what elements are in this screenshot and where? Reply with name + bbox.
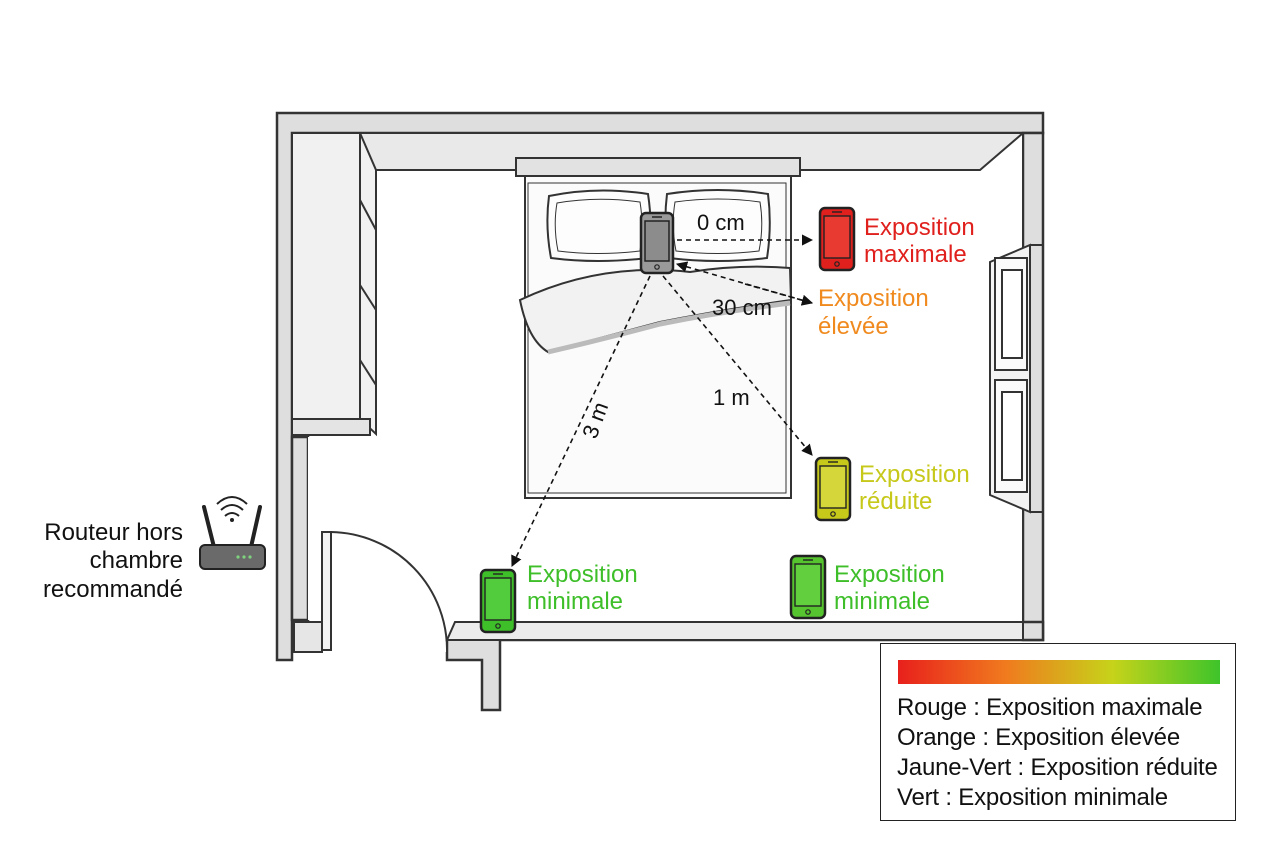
phone-minimal-right-icon [789, 554, 827, 620]
label-maximal-1: Exposition [864, 214, 975, 241]
label-0cm: 0 cm [697, 210, 745, 235]
router-label-1: Routeur hors [44, 519, 183, 546]
wall-bevel-bottom [445, 621, 1024, 641]
router-label-3: recommandé [43, 576, 183, 603]
pillow-left [546, 189, 652, 262]
legend-item-orange: Orange : Exposition élevée [897, 724, 1180, 751]
legend-item-green: Vert : Exposition minimale [897, 784, 1168, 811]
phone-reduite: Exposition réduite [814, 456, 970, 522]
phone-maximal-icon [818, 206, 856, 272]
arrow-30cm [675, 261, 813, 304]
phone-elevee: Exposition élevée [818, 285, 929, 340]
phone-maximal: Exposition maximale [818, 206, 975, 272]
phone-minimal-left: Exposition minimale [479, 561, 638, 634]
wifi-router-icon [199, 496, 266, 570]
door [293, 531, 449, 653]
label-reduite-2: réduite [859, 488, 932, 515]
distance-arrows [511, 234, 814, 568]
label-minimal-left-2: minimale [527, 588, 623, 615]
label-elevee-2: élevée [818, 313, 889, 340]
legend-gradient-bar [898, 660, 1220, 684]
legend-item-yellow-green: Jaune-Vert : Exposition réduite [897, 754, 1218, 781]
bed-phone-icon [639, 211, 675, 275]
label-maximal-2: maximale [864, 241, 967, 268]
arrow-30cm-tail [744, 283, 814, 306]
phone-minimal-right: Exposition minimale [789, 554, 945, 620]
legend: Rouge : Exposition maximale Orange : Exp… [880, 643, 1236, 821]
bed [515, 157, 801, 499]
label-minimal-right-1: Exposition [834, 561, 945, 588]
phone-reduite-icon [814, 456, 852, 522]
label-minimal-right-2: minimale [834, 588, 930, 615]
arrow-1m [662, 275, 813, 456]
pillow-right [664, 189, 771, 262]
legend-item-red: Rouge : Exposition maximale [897, 694, 1203, 721]
wardrobe [291, 132, 377, 437]
label-elevee-1: Exposition [818, 285, 929, 312]
label-1m: 1 m [713, 385, 750, 410]
label-reduite-1: Exposition [859, 461, 970, 488]
router-label-2: chambre [90, 547, 183, 574]
phone-minimal-left-icon [479, 568, 517, 634]
window [989, 243, 1043, 514]
label-30cm: 30 cm [712, 295, 772, 320]
label-minimal-left-1: Exposition [527, 561, 638, 588]
